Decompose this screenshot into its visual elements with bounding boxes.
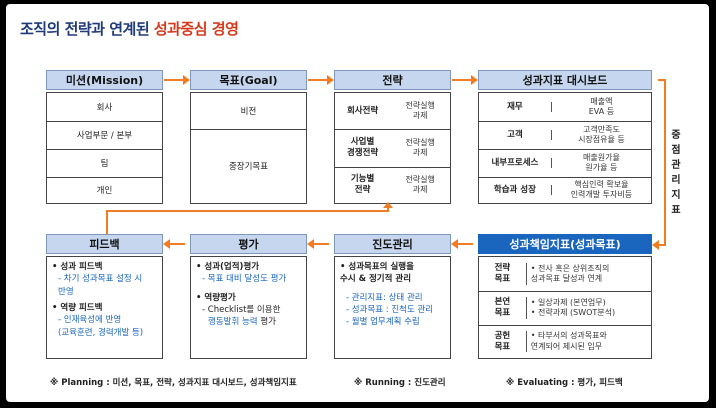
strategy-task: 전략실행 과제 — [405, 137, 435, 157]
goal-box: 비전 중장기목표 — [190, 92, 307, 204]
strategy-row: 기능별 전략 전략실행 과제 — [335, 167, 450, 203]
dashboard-perspective: 재무 — [479, 101, 552, 113]
progress-box: • 성과목표의 실행을 수시 & 정기적 관리 - 관리지표: 상태 관리 - … — [334, 256, 451, 359]
responsibility-box: 전략 목표• 전사 혹은 상위조직의 성과목표 달성과 연계 본연 목표• 일상… — [478, 256, 652, 359]
dashboard-kpi: 고객만족도 시장점유율 등 — [578, 124, 625, 144]
mission-row: 개인 — [96, 186, 113, 196]
strategy-level: 사업별 경쟁전략 — [346, 137, 379, 158]
responsibility-row: 전략 목표• 전사 혹은 상위조직의 성과목표 달성과 연계 — [479, 257, 651, 292]
responsibility-type: 공헌 목표 — [479, 330, 527, 353]
evaluation-item: • 성과(업적)평가 — [196, 262, 260, 272]
responsibility-desc: • 일상과제 (본연업무) • 전략과제 (SWOT분석) — [530, 297, 616, 317]
strategy-header: 전략 — [334, 70, 451, 90]
responsibility-desc: • 전사 혹은 상위조직의 성과목표 달성과 연계 — [530, 263, 610, 283]
strategy-level: 회사전략 — [346, 105, 379, 116]
flow-arrow-right — [452, 75, 478, 85]
mission-box: 회사 사업부문 / 본부 팀 개인 — [46, 92, 163, 204]
responsibility-type: 본연 목표 — [479, 297, 527, 319]
flow-arrow-right — [164, 75, 190, 85]
side-label: 중 점 관 리 지 표 — [671, 130, 681, 216]
connector-line — [106, 210, 108, 235]
connector-line — [387, 206, 389, 212]
progress-header: 진도관리 — [334, 234, 451, 254]
feedback-item: • 성과 피드백 — [52, 262, 103, 272]
progress-lead: • 성과목표의 실행을 수시 & 정기적 관리 — [340, 262, 414, 285]
dashboard-row: 내부프로세스 매출원가율 원가율 등 — [479, 149, 651, 178]
dashboard-row: 고객 고객만족도 시장점유율 등 — [479, 121, 651, 150]
evaluation-detail-highlight: 행동발휘 능력 — [208, 317, 258, 328]
evaluation-detail: - 목표 대비 달성도 평가 — [202, 274, 287, 285]
strategy-task: 전략실행 과제 — [405, 100, 435, 120]
note-running: ※ Running : 진도관리 — [354, 378, 446, 388]
evaluation-header: 평가 — [190, 234, 307, 254]
evaluation-box: • 성과(업적)평가 - 목표 대비 달성도 평가 • 역량평가 - Check… — [190, 256, 307, 359]
evaluation-detail-line: 행동발휘 능력 평가 — [196, 316, 301, 328]
dashboard-kpi: 매출액 EVA 등 — [588, 96, 615, 116]
title-highlight: 성과중심 경영 — [153, 20, 239, 38]
dashboard-row: 재무 매출액 EVA 등 — [479, 93, 651, 122]
mission-row: 사업부문 / 본부 — [47, 121, 162, 150]
flow-arrow-left — [652, 240, 666, 250]
note-evaluating: ※ Evaluating : 평가, 피드백 — [506, 378, 623, 388]
mission-header: 미션(Mission) — [46, 70, 163, 90]
strategy-row: 회사전략 전략실행 과제 — [335, 93, 450, 130]
up-arrowhead — [383, 202, 393, 208]
progress-detail: - 관리지표: 상태 관리 — [346, 292, 423, 303]
strategy-row: 사업별 경쟁전략 전략실행 과제 — [335, 129, 450, 168]
evaluation-detail-suffix: 평가 — [257, 317, 276, 328]
evaluation-detail: - Checklist를 이용한 — [202, 304, 281, 315]
flow-arrow-left — [163, 239, 185, 249]
dashboard-kpi: 매출원가율 원가율 등 — [583, 152, 620, 172]
slide-canvas: 조직의 전략과 연계된 성과중심 경영 미션(Mission) 회사 사업부문 … — [6, 4, 709, 402]
flow-arrow-left — [307, 239, 329, 249]
evaluation-item: • 역량평가 — [196, 292, 236, 303]
dashboard-perspective: 학습과 성장 — [479, 184, 552, 196]
goal-header: 목표(Goal) — [190, 70, 307, 90]
dashboard-perspective: 고객 — [479, 129, 552, 141]
goal-row: 비전 — [191, 93, 306, 130]
feedback-header: 피드백 — [46, 234, 163, 254]
mission-row: 회사 — [47, 93, 162, 122]
dashboard-kpi: 핵심인력 확보율 인력개발 투자비등 — [570, 179, 633, 199]
feedback-detail: - 차기 성과목표 설정 시 반영 — [58, 274, 143, 297]
connector-line — [664, 79, 666, 246]
feedback-item: • 역량 피드백 — [52, 302, 103, 313]
progress-detail: - 성과목표 : 진척도 관리 — [346, 304, 434, 315]
strategy-level: 기능별 전략 — [350, 174, 375, 195]
connector-line — [106, 210, 388, 212]
responsibility-type: 전략 목표 — [479, 263, 527, 285]
feedback-detail: - 인재육성에 반영 (교육훈련, 경력개발 등) — [58, 315, 144, 338]
flow-arrow-left — [451, 239, 473, 249]
goal-row: 중장기목표 — [228, 162, 269, 172]
responsibility-row: 본연 목표• 일상과제 (본연업무) • 전략과제 (SWOT분석) — [479, 291, 651, 326]
responsibility-desc: • 타부서의 성과목표와 연계되어 제시된 임무 — [530, 331, 607, 351]
flow-arrow-right — [308, 75, 334, 85]
dashboard-row: 학습과 성장 핵심인력 확보율 인력개발 투자비등 — [479, 177, 651, 203]
progress-detail: - 월별 업무계획 수립 — [346, 317, 420, 328]
dashboard-perspective: 내부프로세스 — [479, 157, 552, 169]
page-title: 조직의 전략과 연계된 성과중심 경영 — [20, 18, 239, 39]
strategy-task: 전략실행 과제 — [405, 174, 435, 194]
responsibility-header: 성과책임지표(성과목표) — [478, 234, 652, 254]
feedback-box: • 성과 피드백 - 차기 성과목표 설정 시 반영 • 역량 피드백 - 인재… — [46, 256, 163, 359]
dashboard-box: 재무 매출액 EVA 등 고객 고객만족도 시장점유율 등 내부프로세스 매출원가율 … — [478, 92, 652, 204]
connector-line — [658, 79, 666, 81]
dashboard-header: 성과지표 대시보드 — [478, 70, 652, 90]
title-main: 조직의 전략과 연계된 — [20, 20, 154, 38]
responsibility-row: 공헌 목표• 타부서의 성과목표와 연계되어 제시된 임무 — [479, 325, 651, 358]
mission-row: 팀 — [47, 149, 162, 178]
note-planning: ※ Planning : 미션, 목표, 전략, 성과지표 대시보드, 성과책임… — [50, 378, 297, 388]
